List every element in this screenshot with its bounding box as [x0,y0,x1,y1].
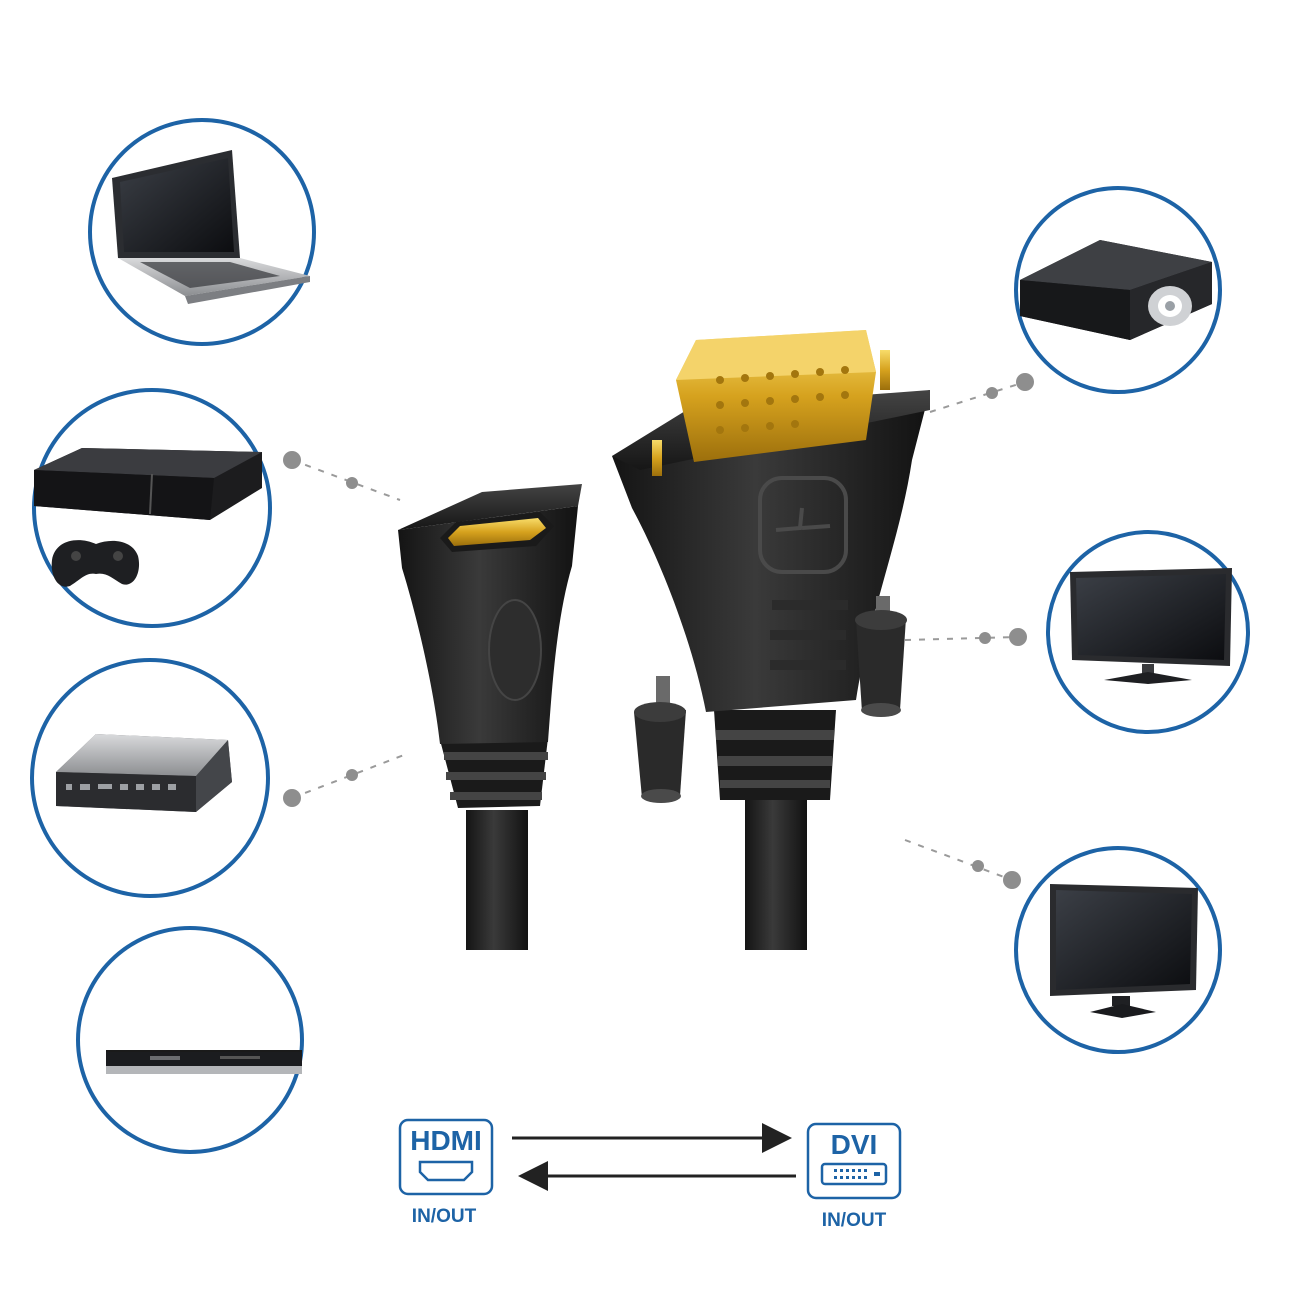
bidirectional-arrows [512,1123,796,1191]
tv-circle [1046,530,1250,734]
projector-icon [1020,240,1212,340]
dvi-strain-relief [714,710,836,800]
dotted-connectors [283,373,1034,889]
dvi-thumbscrew-left [634,676,686,803]
hdmi-strain-relief [440,738,548,808]
monitor-icon [1050,884,1198,1018]
projector-circle [1014,186,1222,394]
dvi-badge: DVI IN/OUT [806,1122,902,1231]
media-player-circle [76,926,304,1154]
hdmi-female-connector [398,484,582,950]
dvi-badge-title: DVI [831,1129,878,1160]
mini-pc-icon [56,734,232,812]
mini-pc-circle [30,658,270,898]
laptop-circle [88,118,316,346]
dvi-male-connector [612,330,930,950]
hdmi-badge-title: HDMI [410,1125,482,1156]
controller-icon [51,540,140,587]
laptop-icon [112,150,310,304]
hdmi-port-icon [418,1160,474,1182]
hdmi-badge: HDMI IN/OUT [398,1118,494,1227]
game-console-icon [34,448,262,587]
monitor-circle [1014,846,1222,1054]
media-player-icon [106,1050,302,1074]
game-console-circle [32,388,272,628]
dvi-badge-caption: IN/OUT [822,1210,887,1231]
hdmi-badge-caption: IN/OUT [412,1206,477,1227]
tv-icon [1070,568,1232,684]
dvi-gold-pins [676,330,876,462]
dvi-thumbscrew-right [855,596,907,717]
dvi-port-icon [820,1162,888,1186]
projector-lens [1148,286,1192,326]
